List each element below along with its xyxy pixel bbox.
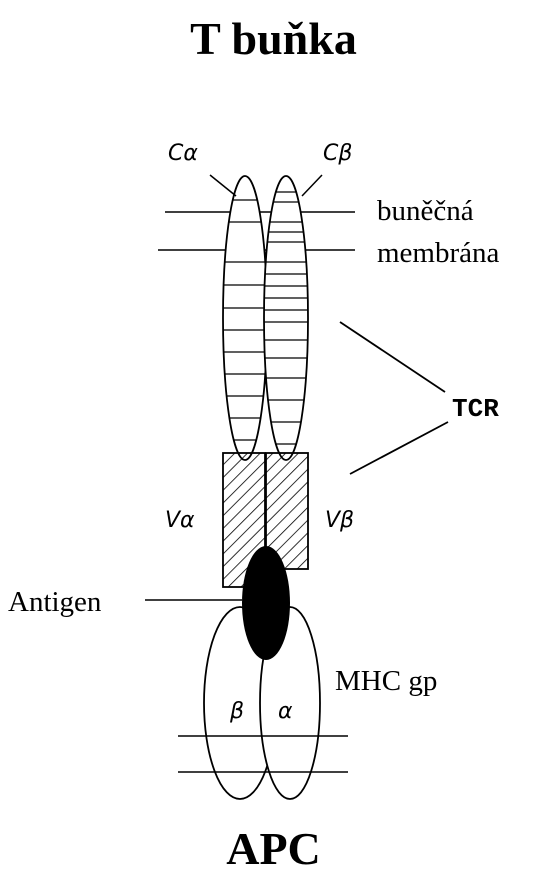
c-alpha-domain — [220, 176, 270, 460]
antigen-shape — [242, 546, 290, 660]
tcr-label: TCR — [452, 394, 499, 424]
c-beta-domain — [262, 176, 310, 460]
c-alpha-label: Cα — [168, 141, 198, 166]
c-alpha-pointer — [210, 175, 236, 196]
v-alpha-label: Vα — [165, 508, 195, 533]
v-beta-label: Vβ — [325, 508, 354, 533]
tcr-pointer-upper — [340, 322, 445, 392]
mhc-alpha-label: α — [278, 699, 293, 724]
mhc-label: MHC gp — [335, 665, 437, 697]
c-beta-label: Cβ — [323, 141, 352, 166]
tcr-pointer-lower — [350, 422, 448, 474]
apc-title: APC — [0, 826, 547, 872]
mhc-beta-label: β — [229, 699, 244, 724]
membrane-label-line2: membrána — [377, 237, 500, 269]
c-beta-pointer — [302, 175, 322, 196]
antigen-label: Antigen — [8, 586, 102, 618]
membrane-label-line1: buněčná — [377, 195, 474, 227]
